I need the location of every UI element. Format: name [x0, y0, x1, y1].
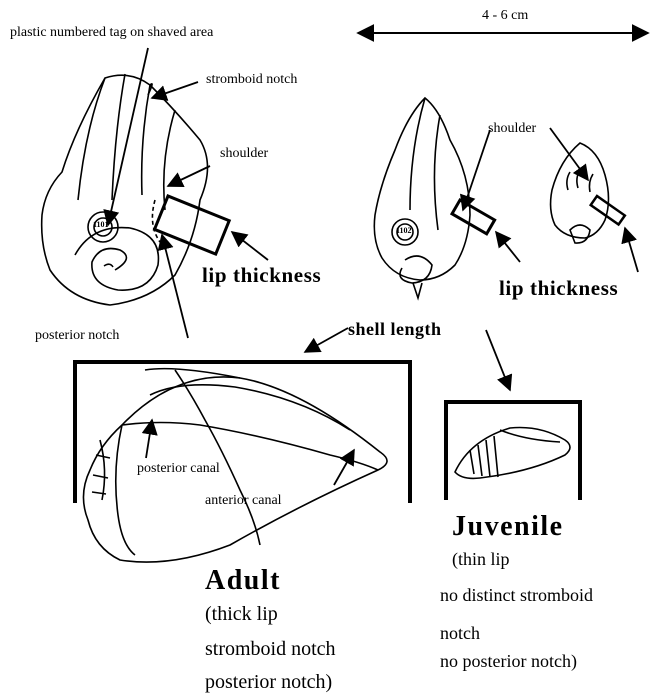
- small-shell: [551, 143, 609, 243]
- lip-thickness-box-middle: [452, 200, 495, 234]
- lip-thickness-box-left: [155, 196, 230, 254]
- adult-note-1: (thick lip: [205, 604, 278, 624]
- lip-thickness-label-right: lip thickness: [499, 278, 618, 299]
- large-shell-apex-view: [42, 74, 208, 305]
- posterior-notch-label: posterior notch: [35, 329, 119, 343]
- tag-number-1: 1101: [93, 221, 109, 229]
- tag-number-2: 1102: [396, 227, 412, 235]
- juvenile-note-3: notch: [440, 624, 480, 642]
- shoulder-label-left: shoulder: [220, 147, 268, 161]
- anterior-canal-label: anterior canal: [205, 494, 282, 508]
- juvenile-length-bracket: [446, 402, 580, 500]
- stromboid-notch-label: stromboid notch: [206, 73, 297, 87]
- juvenile-note-2: no distinct stromboid: [440, 586, 593, 604]
- medium-shell: [374, 98, 470, 298]
- left-shell-arrows: [108, 48, 268, 338]
- adult-title: Adult: [205, 567, 281, 595]
- adult-note-2: stromboid notch: [205, 639, 336, 659]
- lip-thickness-label-left: lip thickness: [202, 265, 321, 286]
- shell-length-label: shell length: [348, 320, 442, 338]
- size-range-label: 4 - 6 cm: [482, 9, 528, 23]
- shoulder-label-right: shoulder: [488, 122, 536, 136]
- adult-cone-shell: [83, 369, 387, 562]
- posterior-canal-label: posterior canal: [137, 462, 220, 476]
- juvenile-note-4: no posterior notch): [440, 652, 577, 670]
- plastic-tag-label: plastic numbered tag on shaved area: [10, 26, 213, 40]
- juvenile-cone-shell: [455, 428, 570, 479]
- juvenile-note-1: (thin lip: [452, 550, 510, 568]
- adult-note-3: posterior notch): [205, 672, 332, 692]
- juvenile-title: Juvenile: [452, 513, 564, 541]
